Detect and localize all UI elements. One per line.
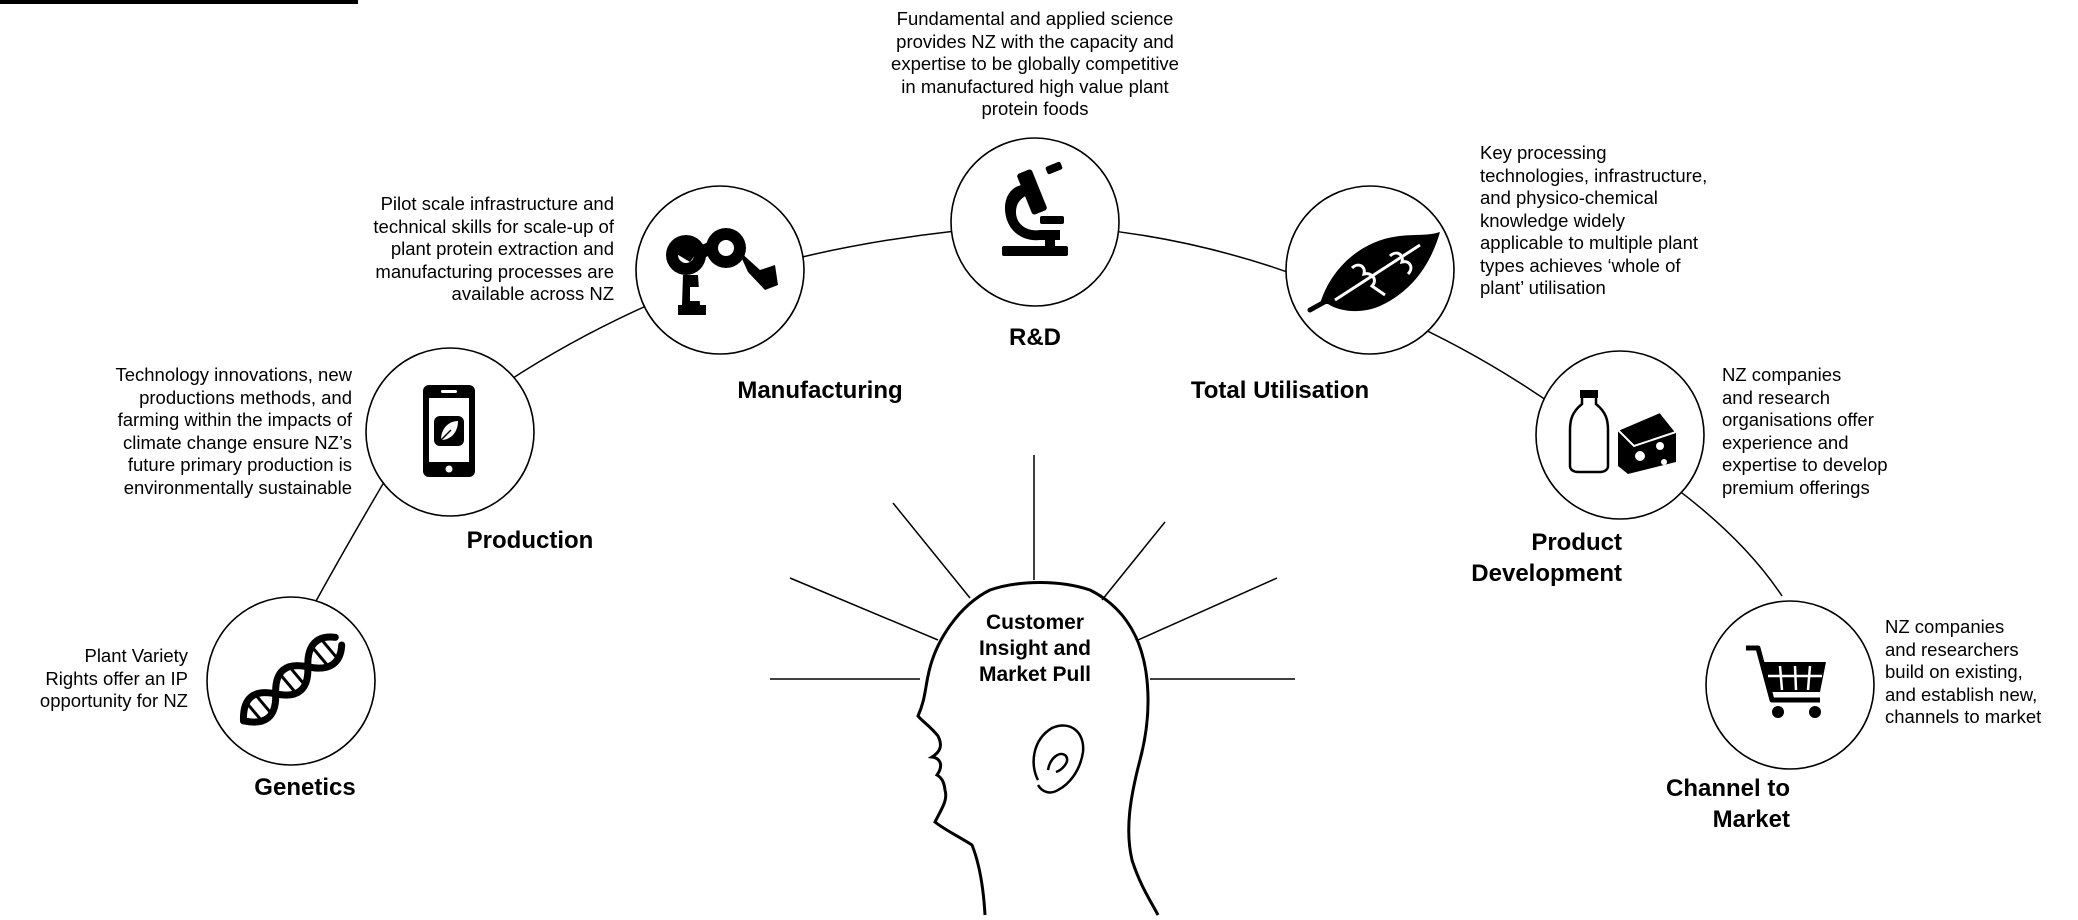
puzzle-leaf-icon [1307,232,1440,313]
dna-icon [240,633,346,726]
manufacturing-label: Manufacturing [737,377,903,404]
manufacturing-circle [635,185,805,355]
rd-circle [950,137,1120,307]
head-profile-icon [916,581,1160,916]
ear-icon [1032,724,1085,794]
product-development-label: Product Development [1471,529,1622,587]
genetics-description: Plant Variety Rights offer an IP opportu… [39,645,188,711]
robotic-arm-icon [666,228,778,315]
manufacturing-description: Pilot scale infrastructure and technical… [373,193,614,304]
channel-to-market-description: NZ companies and researchers build on ex… [1885,616,2042,727]
production-label: Production [466,527,594,554]
channel-to-market-label: Channel to Market [1666,775,1790,833]
product-development-description: NZ companies and research organisations … [1722,364,1888,498]
shopping-cart-icon [1746,645,1826,718]
genetics-label: Genetics [254,774,356,801]
top-left-bar [0,0,358,4]
production-description: Technology innovations, new productions … [115,364,352,498]
milk-cheese-icon [1568,390,1678,474]
genetics-circle [206,596,376,766]
radiating-lines [770,455,1295,680]
total-utilisation-description: Key processing technologies, infrastruct… [1480,142,1708,298]
microscope-icon [1002,161,1068,256]
rd-description: Fundamental and applied science provides… [891,8,1179,119]
smartphone-leaf-icon [423,385,475,477]
total-utilisation-label: Total Utilisation [1190,377,1370,404]
customer-insight-label: Customer Insight and Market Pull [978,611,1092,686]
rd-label: R&D [1009,324,1061,351]
